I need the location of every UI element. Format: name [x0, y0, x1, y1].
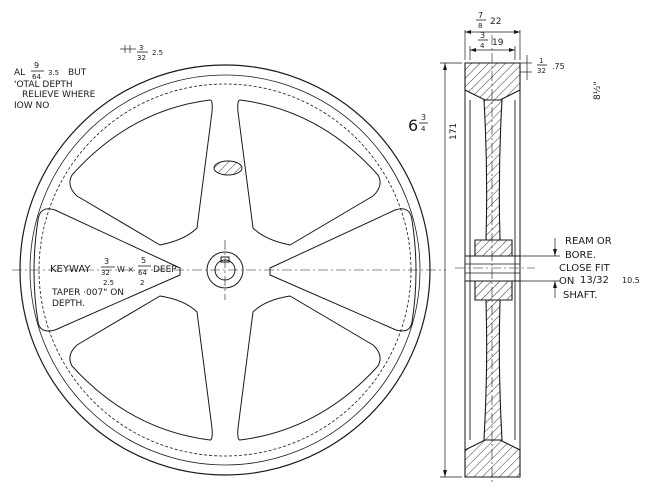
bore-line3: CLOSE FIT: [559, 263, 611, 274]
keyway-depth-unit: DEEP: [153, 265, 177, 275]
overall-width-metric: 22: [490, 17, 501, 27]
keyway-width-metric: 2.5: [103, 279, 114, 287]
diameter-label: 6 3 4 171: [408, 113, 459, 140]
top-left-note: AL 9 64 3.5 BUT 'OTAL DEPTH RELIEVE WHER…: [14, 61, 96, 111]
keyway-width-unit: W ×: [117, 265, 134, 274]
spoke-section-hatch: [213, 160, 243, 176]
bore-line1: REAM OR: [565, 236, 612, 247]
diameter-whole: 6: [408, 116, 418, 135]
note-line4: IOW NO: [14, 101, 49, 111]
keyway-taper-line2: DEPTH.: [52, 299, 85, 309]
bore-line4-frac: 13/32: [580, 275, 609, 286]
hub-outer: [206, 251, 244, 289]
note-line1-suffix: BUT: [68, 68, 87, 78]
spoke-opening-1: [237, 99, 381, 246]
diameter-den: 4: [421, 125, 426, 133]
top-dim-metric: 2.5: [152, 49, 163, 57]
inner-width-label: 3 4 19: [478, 31, 504, 50]
note-line2: 'OTAL DEPTH: [14, 80, 73, 90]
overall-width-label: 7 8 22: [476, 11, 501, 30]
keyway-depth-metric: 2: [140, 279, 144, 287]
top-dim-frac-den: 32: [137, 54, 146, 62]
bore-gap: [464, 255, 521, 282]
inner-width-den: 4: [480, 42, 485, 50]
spoke-opening-5: [33, 208, 181, 332]
keyway-depth-den: 64: [138, 269, 147, 277]
rim-step-metric: .75: [552, 62, 565, 71]
keyway-label: KEYWAY: [50, 264, 91, 275]
note-line1-prefix: AL: [14, 68, 25, 78]
note-line3: RELIEVE WHERE: [22, 90, 96, 100]
rim-step-den: 32: [537, 67, 546, 75]
inner-width-num: 3: [480, 31, 485, 40]
rim-step-label: 1 32 .75: [537, 57, 565, 75]
top-dimension-note: 3 32 2.5: [137, 44, 163, 62]
keyway-depth-num: 5: [141, 256, 146, 265]
dimension-lines: [120, 30, 560, 478]
web-upper-section: [483, 99, 503, 241]
note-line1-frac-num: 9: [34, 61, 39, 70]
inner-width-metric: 19: [492, 38, 504, 48]
overall-width-num: 7: [478, 11, 483, 20]
bore-line4-prefix: ON: [559, 276, 574, 287]
spoke-opening-6: [69, 99, 213, 246]
keyway-width-num: 3: [104, 257, 109, 266]
spoke-opening-4: [69, 295, 213, 441]
side-label: 8½": [593, 81, 603, 100]
bore-line2: BORE.: [565, 250, 596, 261]
bore-line5: SHAFT.: [563, 290, 597, 301]
note-line1-metric: 3.5: [48, 69, 59, 77]
spoke-opening-2: [269, 208, 417, 332]
overall-width-den: 8: [478, 22, 482, 30]
spoke-opening-3: [237, 295, 381, 441]
diameter-metric: 171: [449, 123, 459, 140]
rim-top-section: [464, 62, 521, 101]
bore-note: REAM OR BORE. CLOSE FIT ON 13/32 10.5 SH…: [559, 236, 640, 301]
keyway-taper-line1: TAPER ·007" ON: [51, 288, 124, 298]
wheel-side-section: [455, 35, 535, 485]
keyway-note: KEYWAY 3 32 W × 5 64 DEEP 2.5 2 TAPER ·0…: [50, 256, 177, 309]
rim-step-num: 1: [539, 57, 543, 65]
wheel-front-view: [12, 64, 446, 476]
web-lower-section: [483, 299, 503, 441]
diameter-num: 3: [421, 113, 426, 122]
rim-bottom-section: [464, 439, 521, 478]
top-dim-frac-num: 3: [139, 44, 143, 52]
note-line1-frac-den: 64: [32, 73, 41, 81]
bore-line4-metric: 10.5: [622, 276, 640, 285]
keyway-width-den: 32: [101, 269, 110, 277]
